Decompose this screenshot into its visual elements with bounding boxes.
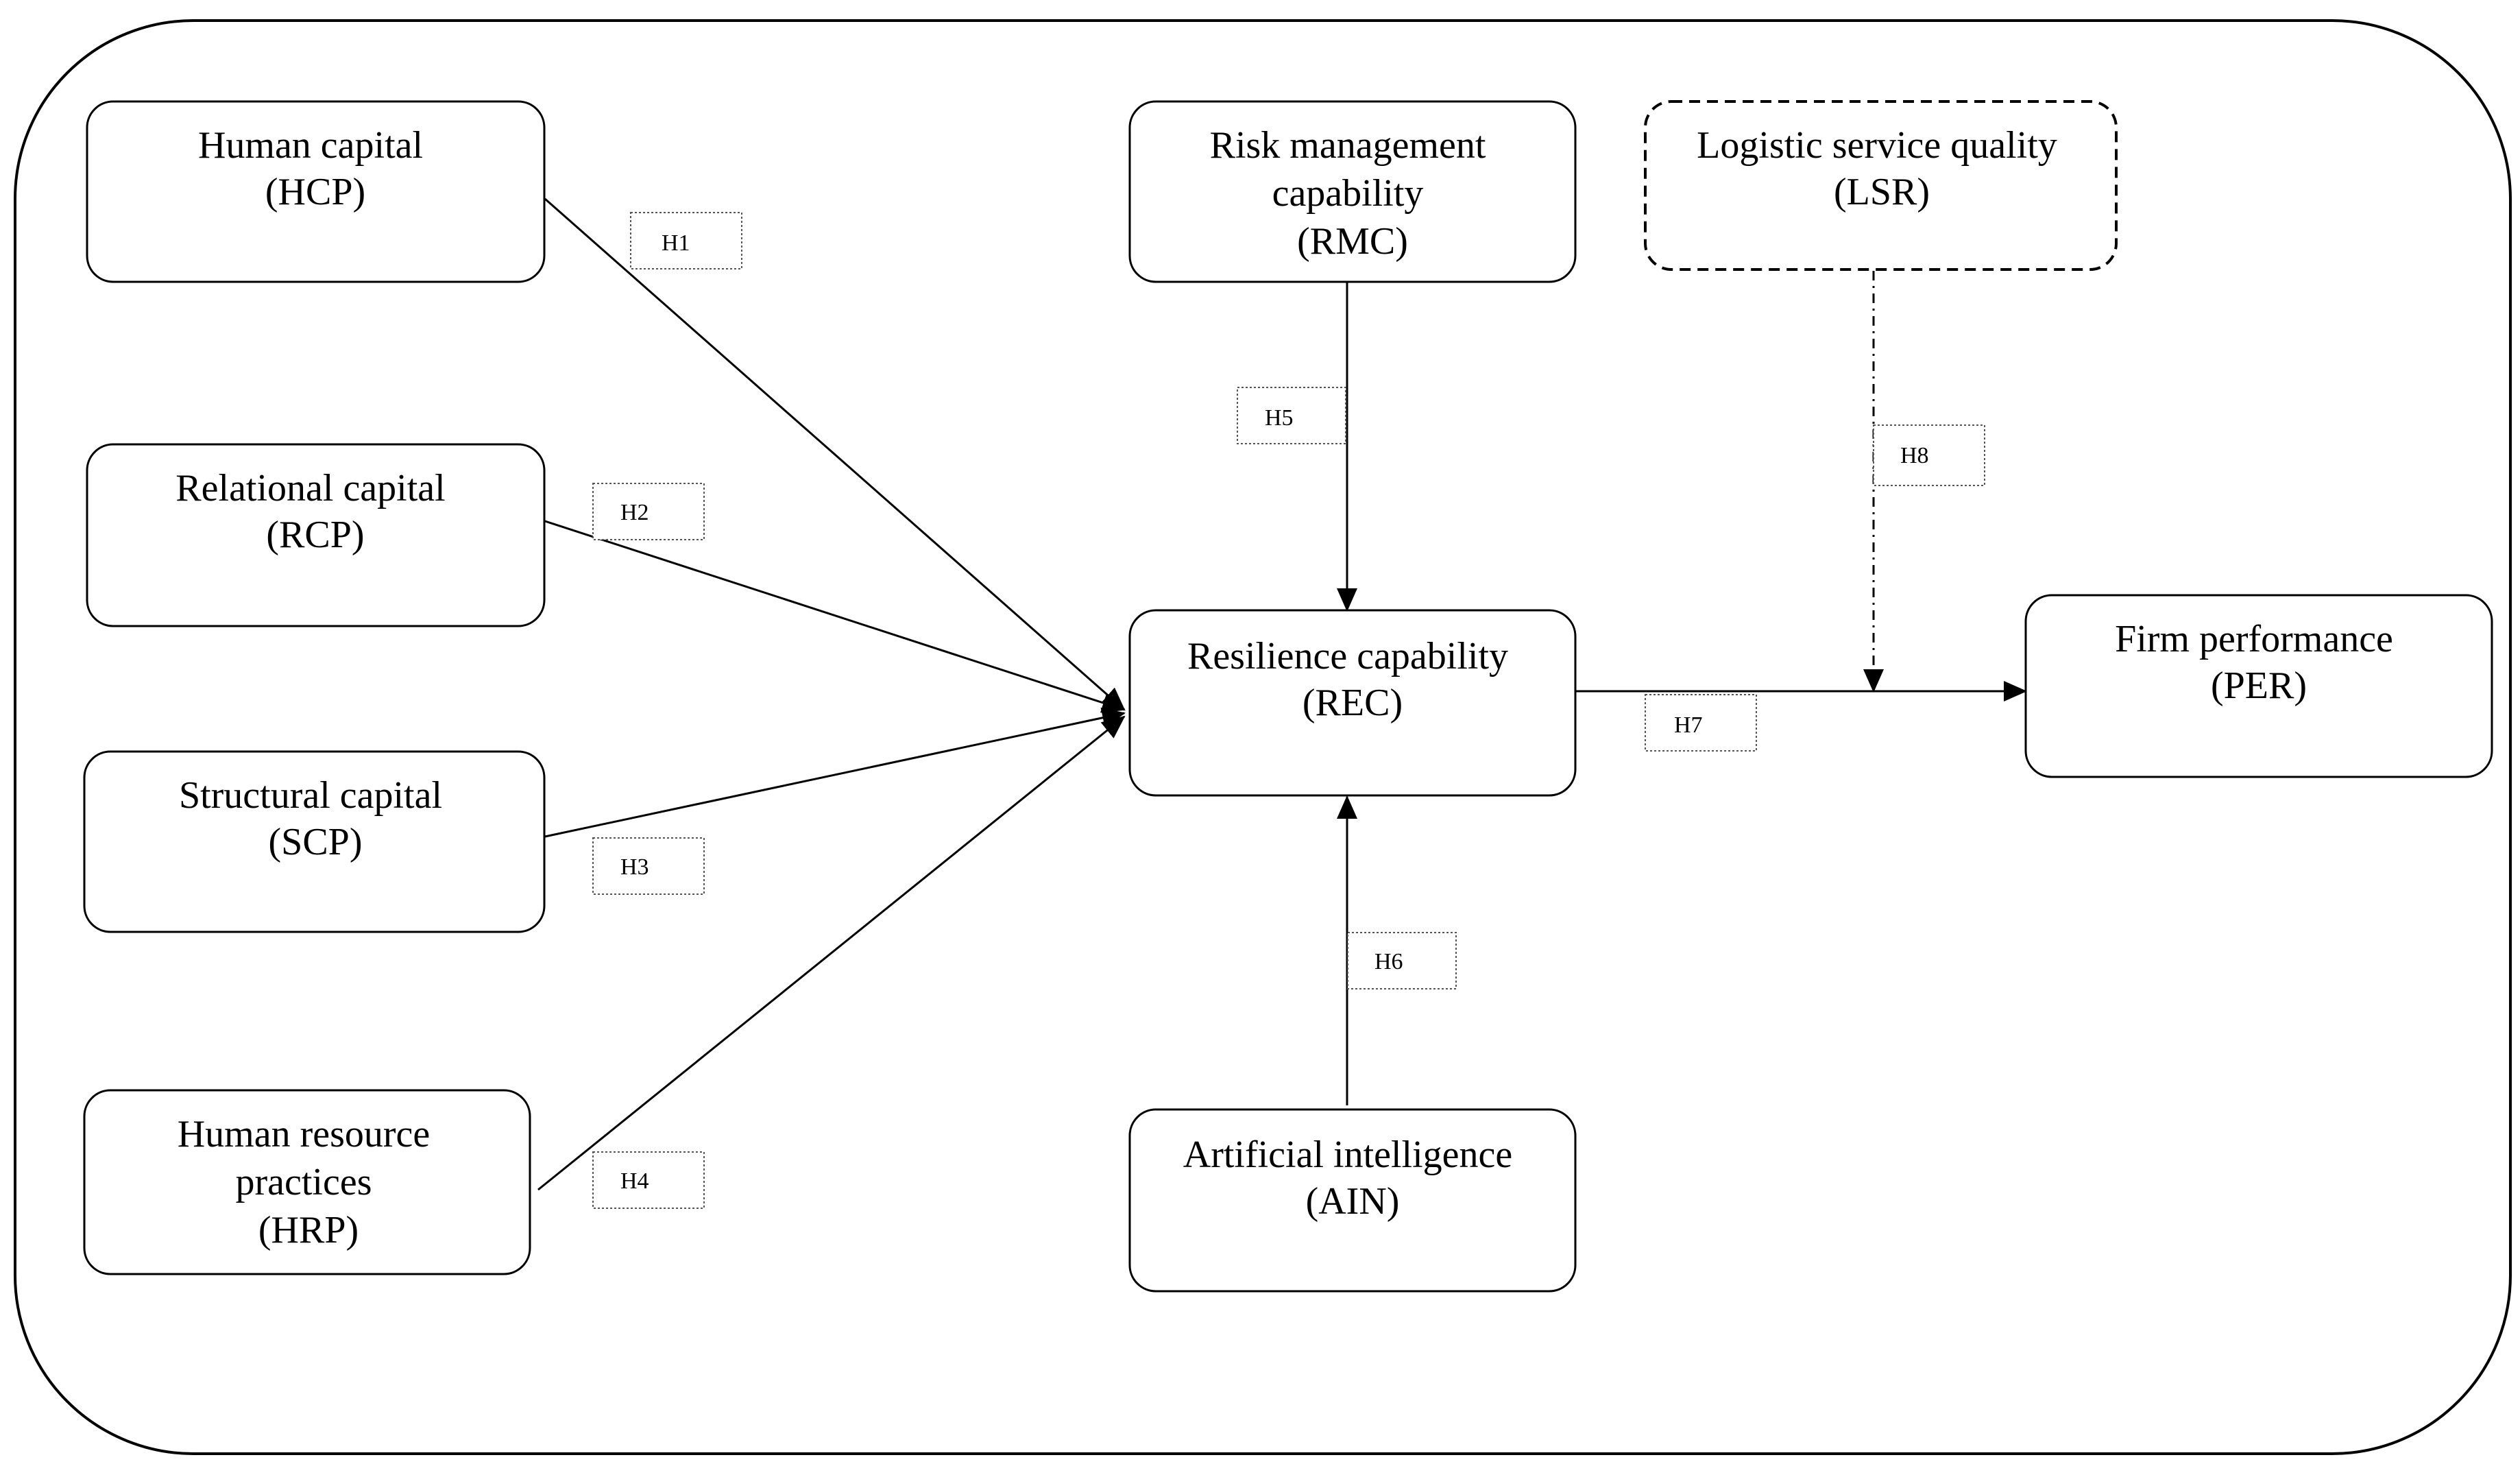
node-rmc-abbr: (RMC) <box>1297 220 1408 263</box>
hyp-label-h5: H5 <box>1237 387 1346 444</box>
outer-frame <box>14 19 2512 1455</box>
node-rcp-abbr: (RCP) <box>266 514 364 556</box>
hyp-label-h2: H2 <box>592 483 705 540</box>
svg-text:Relational capital (RCP): Relational capital (RCP) <box>175 467 455 556</box>
node-rec-name: Resilience capability <box>1187 635 1508 677</box>
node-ain-name: Artificial intelligence <box>1183 1133 1512 1176</box>
hyp-text-h3: H3 <box>620 854 649 880</box>
svg-text:Human capital (HCP): Human capital (HCP) <box>198 124 433 213</box>
edge-h3 <box>544 707 1126 838</box>
node-ain-abbr: (AIN) <box>1306 1180 1400 1223</box>
node-rmc-box <box>1128 100 1577 283</box>
node-rec-box <box>1128 609 1577 797</box>
node-rec: Resilience capability (REC) <box>1128 609 1577 797</box>
hyp-text-h7: H7 <box>1674 712 1703 738</box>
edge-h4 <box>537 715 1126 1191</box>
node-hrp: Human resource practices (HRP) <box>83 1089 531 1275</box>
hypothesis-labels: H1 H2 H3 H4 H5 H6 H7 H8 <box>592 212 1985 1209</box>
hyp-label-h8: H8 <box>1873 424 1985 486</box>
node-hcp-abbr: (HCP) <box>265 171 365 213</box>
node-hrp-box <box>83 1089 531 1275</box>
node-rcp: Relational capital (RCP) <box>86 443 546 627</box>
svg-text:Resilience capability (R: Resilience capability (REC) <box>1187 635 1518 724</box>
hyp-text-h5: H5 <box>1265 405 1294 431</box>
edge-h1 <box>544 197 1126 711</box>
hyp-text-h2: H2 <box>620 500 649 525</box>
hyp-label-h7: H7 <box>1645 694 1757 752</box>
node-lsr-box <box>1644 100 2118 271</box>
node-per-box <box>2024 594 2493 778</box>
hyp-label-h1: H1 <box>630 212 742 269</box>
node-hrp-name-2: practices <box>236 1161 372 1203</box>
node-scp-abbr: (SCP) <box>269 821 363 863</box>
hyp-text-h1: H1 <box>662 230 690 256</box>
svg-text:Human resource practices: Human resource practices (HRP) <box>178 1113 440 1251</box>
node-rmc-name-2: capability <box>1272 172 1424 215</box>
node-lsr: Logistic service quality (LSR) <box>1644 100 2118 271</box>
node-per: Firm performance (PER) <box>2024 594 2493 778</box>
hyp-label-h6: H6 <box>1347 932 1457 989</box>
node-hrp-abbr: (HRP) <box>258 1209 359 1251</box>
node-hcp: Human capital (HCP) <box>86 100 546 283</box>
node-per-name: Firm performance <box>2115 618 2393 660</box>
hyp-text-h6: H6 <box>1374 949 1403 974</box>
svg-text:Firm performance (PER): Firm performance (PER) <box>2115 618 2403 707</box>
edge-h2 <box>544 520 1126 713</box>
node-rmc: Risk management capability (RMC) <box>1128 100 1577 283</box>
svg-text:Artificial intelligence: Artificial intelligence (AIN) <box>1183 1133 1522 1223</box>
node-scp-box <box>83 750 546 933</box>
node-rec-abbr: (REC) <box>1303 682 1403 724</box>
node-ain: Artificial intelligence (AIN) <box>1128 1108 1577 1293</box>
hyp-label-h4: H4 <box>592 1151 705 1209</box>
svg-text:Logistic service quality: Logistic service quality (LSR) <box>1697 124 2067 213</box>
node-rcp-name: Relational capital <box>175 467 445 509</box>
node-scp: Structural capital (SCP) <box>83 750 546 933</box>
node-lsr-abbr: (LSR) <box>1834 171 1930 213</box>
svg-text:Structural capital (SCP): Structural capital (SCP) <box>179 774 452 863</box>
hyp-text-h8: H8 <box>1900 443 1929 468</box>
node-ain-box <box>1128 1108 1577 1293</box>
hyp-text-h4: H4 <box>620 1168 649 1194</box>
node-hrp-name: Human resource <box>178 1113 431 1155</box>
node-lsr-name: Logistic service quality <box>1697 124 2057 167</box>
node-per-abbr: (PER) <box>2211 664 2307 707</box>
hyp-label-h3: H3 <box>592 837 705 895</box>
node-hcp-box <box>86 100 546 283</box>
node-scp-name: Structural capital <box>179 774 442 817</box>
node-hcp-name: Human capital <box>198 124 423 167</box>
svg-text:Risk management capabili: Risk management capability (RMC) <box>1210 124 1496 263</box>
node-rcp-box <box>86 443 546 627</box>
node-rmc-name: Risk management <box>1210 124 1486 167</box>
